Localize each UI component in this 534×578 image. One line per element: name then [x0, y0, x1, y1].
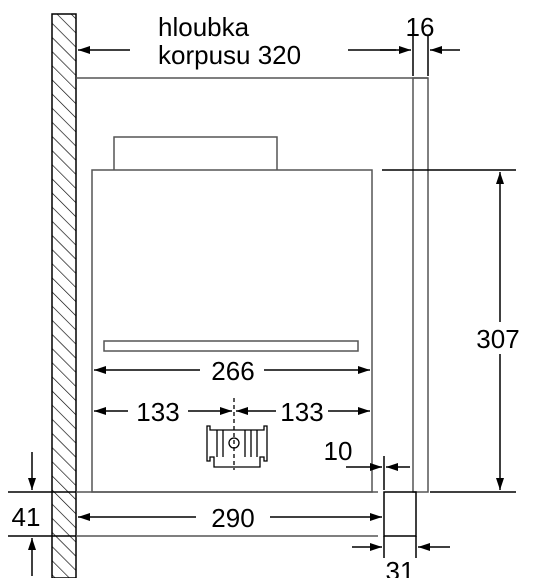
front-panel [412, 77, 429, 493]
label-half-right: 133 [280, 397, 323, 427]
dim-front-gap [346, 456, 410, 490]
label-front-gap: 10 [324, 436, 353, 466]
motor-unit [206, 398, 268, 470]
front-trim [383, 491, 417, 537]
label-depth-line1: hloubka [158, 12, 250, 42]
hood-body [91, 136, 373, 493]
wall-hatched [51, 13, 77, 578]
label-filter-width: 266 [211, 356, 254, 386]
dim-front-thickness [380, 36, 460, 76]
label-bottom-width: 290 [211, 503, 254, 533]
dim-front-depth [352, 536, 450, 558]
dim-bottom-height [8, 452, 76, 576]
height-label-bg [476, 322, 524, 354]
label-front-depth: 31 [386, 556, 415, 578]
label-depth-line2: korpusu 320 [158, 40, 301, 70]
label-half-left: 133 [136, 397, 179, 427]
label-height: 307 [476, 324, 519, 354]
label-bottom-height: 41 [12, 502, 41, 532]
label-front-thickness: 16 [406, 12, 435, 42]
